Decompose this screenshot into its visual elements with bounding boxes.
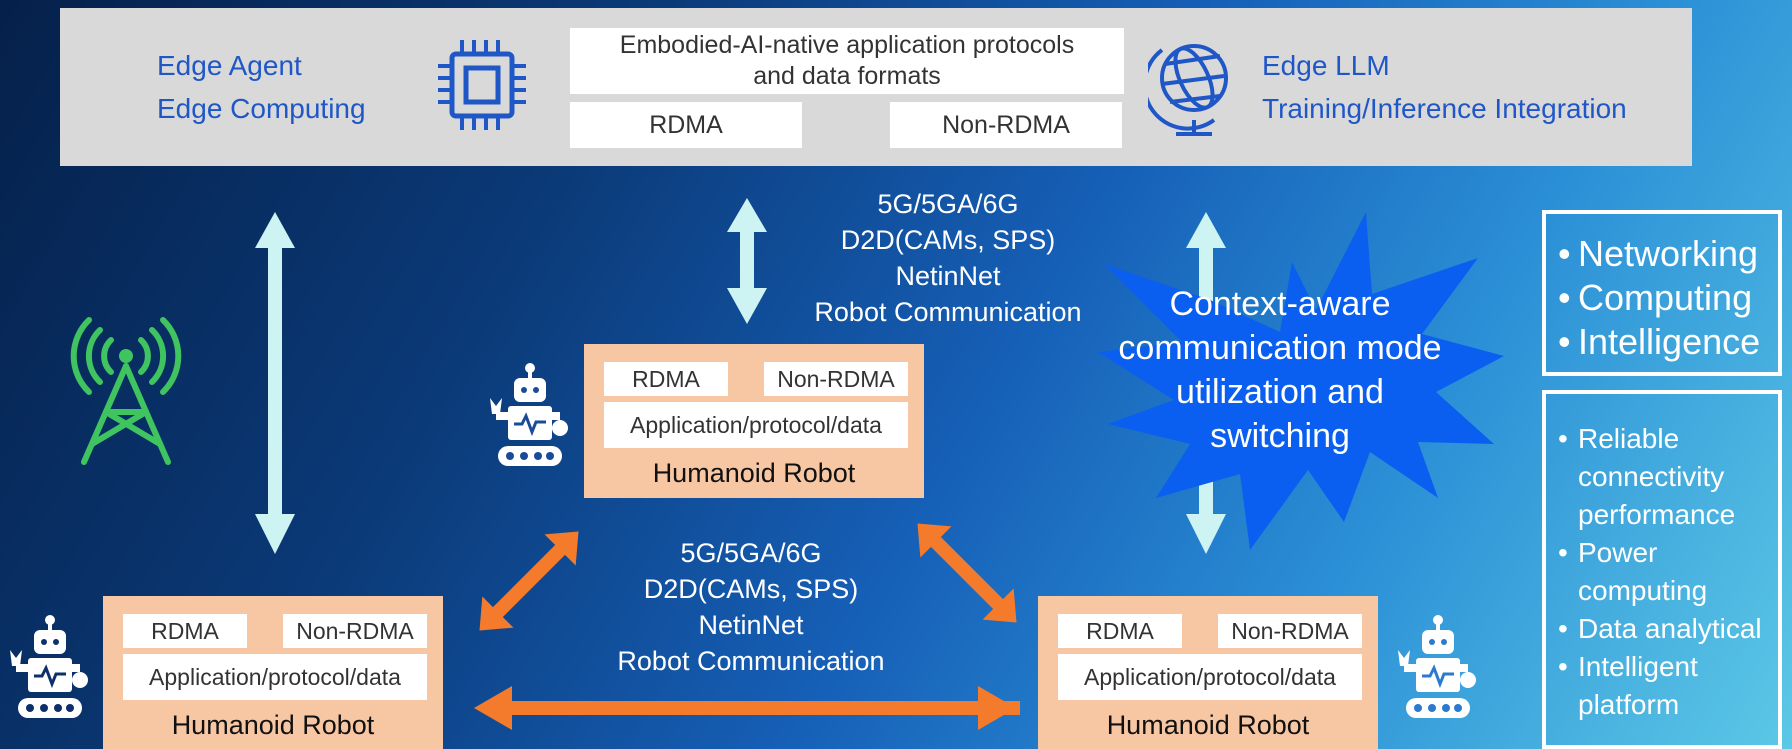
upper-comm-labels: 5G/5GA/6G D2D(CAMs, SPS) NetinNet Robot … bbox=[800, 186, 1096, 330]
edge-link-arrow-center bbox=[727, 198, 767, 324]
lower-comm-line2: D2D(CAMs, SPS) bbox=[643, 574, 859, 604]
globe-icon bbox=[1148, 44, 1228, 136]
protocols-line1: Embodied-AI-native application protocols bbox=[619, 31, 1075, 59]
protocols-box: Embodied-AI-native application protocols… bbox=[570, 28, 1124, 94]
edge-agent-label: Edge Agent bbox=[157, 50, 302, 81]
protocols-line2: and data formats bbox=[753, 62, 941, 90]
robot-link-arrow-bottom bbox=[474, 686, 1020, 730]
lower-comm-labels: 5G/5GA/6G D2D(CAMs, SPS) NetinNet Robot … bbox=[600, 535, 902, 679]
features-box: Reliable connectivity performance Power … bbox=[1542, 390, 1782, 749]
humanoid-robot-card-right: RDMA Non-RDMA Application/protocol/data … bbox=[1038, 596, 1378, 749]
robot-link-arrow-right bbox=[917, 523, 1017, 623]
starburst-line2: communication mode bbox=[1118, 329, 1442, 367]
robot-rdma-box: RDMA bbox=[604, 362, 728, 396]
robot-app-box: Application/protocol/data bbox=[1058, 654, 1362, 700]
edge-computing-label: Edge Computing bbox=[157, 93, 366, 124]
lower-comm-line3: NetinNet bbox=[698, 610, 804, 640]
feature-item: Data analytical bbox=[1556, 610, 1778, 648]
capability-item: Computing bbox=[1556, 276, 1778, 320]
cell-tower-icon bbox=[70, 317, 182, 465]
starburst-line4: switching bbox=[1210, 417, 1350, 455]
feature-item: Reliable connectivity performance bbox=[1556, 420, 1778, 534]
training-inference-label: Training/Inference Integration bbox=[1262, 93, 1627, 124]
robot-non-rdma-box: Non-RDMA bbox=[764, 362, 908, 396]
robot-icon bbox=[10, 615, 88, 718]
upper-comm-line2: D2D(CAMs, SPS) bbox=[840, 225, 1056, 255]
starburst-line3: utilization and bbox=[1176, 373, 1384, 411]
robot-app-box: Application/protocol/data bbox=[123, 654, 427, 700]
capability-box: Networking Computing Intelligence bbox=[1542, 210, 1782, 376]
robot-non-rdma-box: Non-RDMA bbox=[1218, 614, 1362, 648]
edge-link-arrow-left bbox=[255, 212, 295, 554]
humanoid-robot-card-center: RDMA Non-RDMA Application/protocol/data … bbox=[584, 344, 924, 498]
capability-item: Intelligence bbox=[1556, 320, 1778, 364]
robot-non-rdma-box: Non-RDMA bbox=[283, 614, 427, 648]
robot-title: Humanoid Robot bbox=[1106, 710, 1310, 740]
robot-icon bbox=[490, 363, 568, 466]
robot-rdma-box: RDMA bbox=[123, 614, 247, 648]
lower-comm-line4: Robot Communication bbox=[617, 646, 885, 676]
robot-title: Humanoid Robot bbox=[171, 710, 375, 740]
capability-item: Networking bbox=[1556, 232, 1778, 276]
robot-title: Humanoid Robot bbox=[652, 458, 856, 488]
upper-comm-line1: 5G/5GA/6G bbox=[877, 189, 1019, 219]
upper-comm-line4: Robot Communication bbox=[814, 297, 1082, 327]
humanoid-robot-card-left: RDMA Non-RDMA Application/protocol/data … bbox=[103, 596, 443, 749]
robot-app-box: Application/protocol/data bbox=[604, 402, 908, 448]
edge-non-rdma-box: Non-RDMA bbox=[890, 102, 1122, 148]
cpu-chip-icon bbox=[438, 40, 526, 130]
edge-rdma-box: RDMA bbox=[570, 102, 802, 148]
robot-link-arrow-left bbox=[479, 531, 579, 631]
starburst-line1: Context-aware bbox=[1169, 285, 1391, 323]
edge-llm-label: Edge LLM bbox=[1262, 50, 1390, 81]
lower-comm-line1: 5G/5GA/6G bbox=[680, 538, 822, 568]
feature-item: Intelligent platform bbox=[1556, 648, 1778, 724]
feature-item: Power computing bbox=[1556, 534, 1778, 610]
robot-icon bbox=[1398, 615, 1476, 718]
upper-comm-line3: NetinNet bbox=[895, 261, 1001, 291]
starburst-text: Context-aware communication mode utiliza… bbox=[1090, 282, 1470, 458]
robot-rdma-box: RDMA bbox=[1058, 614, 1182, 648]
